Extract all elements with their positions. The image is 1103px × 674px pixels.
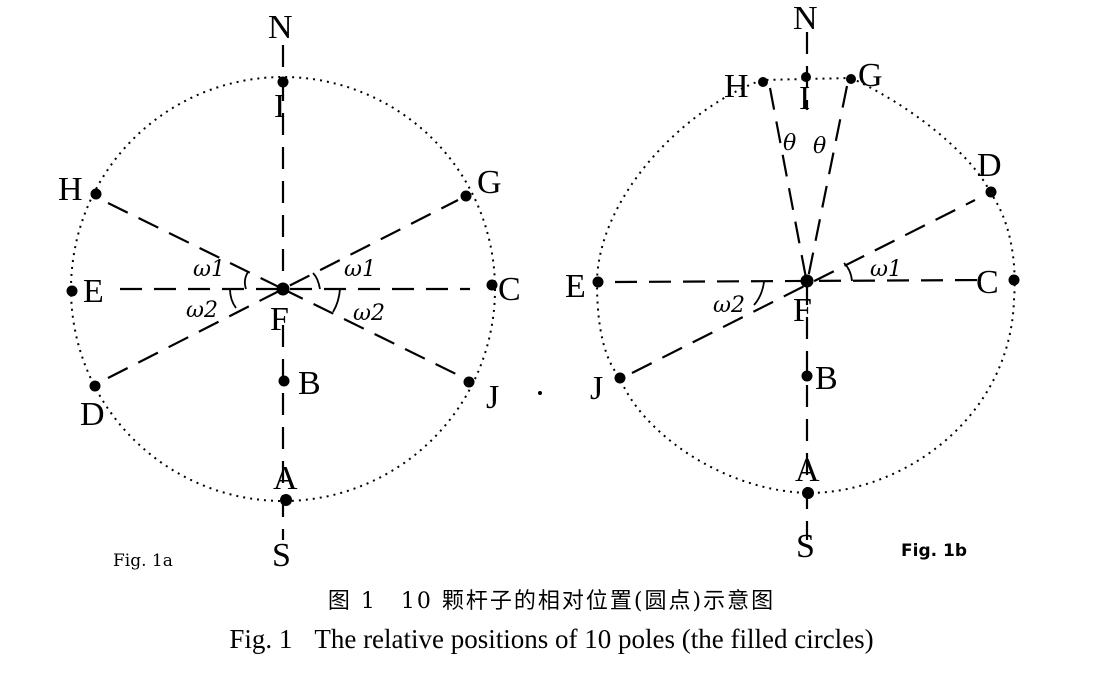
- fig-1b-pole-h: [758, 77, 768, 87]
- fig-1a-pole-d: [89, 380, 101, 392]
- fig-1a-pole-h: [90, 188, 102, 200]
- fig-1b-label-c: C: [976, 264, 999, 301]
- fig-1a-label-g: G: [477, 164, 502, 201]
- fig-1a-arc-w1-right: [312, 272, 321, 290]
- fig-1a-tag: Fig. 1a: [113, 551, 173, 571]
- fig-1a-pole-g: [460, 190, 472, 202]
- caption-figure-number: Fig. 1: [229, 624, 293, 654]
- figure-1a: N I H G E C F B D J A S ω1 ω2 ω1 ω2 Fig.…: [58, 9, 521, 574]
- caption-chinese: 图 1 10 颗杆子的相对位置(圆点)示意图: [327, 589, 776, 614]
- fig-1a-label-e: E: [83, 273, 104, 310]
- fig-1b-label-j: J: [590, 370, 603, 407]
- fig-1a-angle-w1-right: ω1: [344, 257, 376, 282]
- fig-1a-label-s: S: [272, 537, 291, 574]
- fig-1a-arc-w2-left: [229, 288, 237, 309]
- fig-1b-line-jd: [631, 199, 976, 374]
- fig-1a-pole-b: [278, 375, 290, 387]
- fig-1b-pole-d: [985, 186, 997, 198]
- fig-1a-label-d: D: [80, 396, 105, 433]
- fig-1a-angle-w1-left: ω1: [193, 257, 225, 282]
- fig-1b-label-f: F: [793, 292, 812, 329]
- fig-1b-label-i: I: [799, 80, 810, 117]
- fig-1b-label-e: E: [565, 268, 586, 305]
- fig-1b-arc-w2: [753, 281, 765, 306]
- fig-1a-pole-j: [463, 376, 475, 388]
- fig-1b-angle-theta-left: θ: [783, 131, 796, 156]
- fig-1a-angle-w2-left: ω2: [186, 298, 218, 323]
- fig-1a-arc-w2-right: [332, 288, 341, 313]
- fig-1a-pole-i: [277, 76, 289, 88]
- fig-1b-pole-e: [592, 276, 604, 288]
- fig-1b-label-g: G: [858, 57, 883, 94]
- fig-1b-label-h: H: [724, 68, 749, 105]
- fig-1a-label-a: A: [273, 460, 298, 497]
- fig-1a-label-i: I: [274, 88, 285, 125]
- fig-1b-label-n: N: [793, 0, 818, 37]
- fig-1b-ec-axis: [614, 278, 986, 284]
- fig-1a-label-b: B: [298, 365, 321, 402]
- fig-1b-angle-w1: ω1: [870, 257, 902, 282]
- fig-1a-label-h: H: [58, 171, 83, 208]
- fig-1a-line-dg: [107, 199, 459, 379]
- fig-1b-pole-g: [846, 74, 856, 84]
- fig-1b-tag: Fig. 1b: [901, 541, 967, 561]
- fig-1b-angle-theta-right: θ: [813, 134, 826, 159]
- fig-1a-arc-w1-left: [243, 271, 249, 290]
- fig-1a-pole-a: [280, 494, 292, 506]
- fig-1a-pole-e: [66, 285, 78, 297]
- caption-english: The relative positions of 10 poles (the …: [314, 624, 874, 654]
- caption-english-line: Fig. 1 The relative positions of 10 poles…: [0, 624, 1103, 655]
- fig-1b-pole-j: [614, 372, 626, 384]
- fig-1b-label-d: D: [977, 147, 1002, 184]
- fig-1b-label-s: S: [796, 528, 815, 565]
- fig-1a-label-f: F: [270, 301, 289, 338]
- fig-1b-line-gf: [806, 85, 849, 279]
- fig-1b-arc-w1: [843, 262, 853, 282]
- fig-1b-pole-i: [801, 72, 811, 82]
- fig-1b-label-a: A: [795, 452, 820, 489]
- fig-1b-pole-b: [801, 370, 813, 382]
- fig-1b-pole-c: [1008, 274, 1020, 286]
- fig-1a-pole-f: [276, 282, 290, 296]
- fig-1a-label-j: J: [486, 379, 499, 416]
- fig-1a-pole-c: [486, 279, 498, 291]
- separator-dot: [538, 391, 542, 395]
- figure-1b: N H I G D E C F J B A S θ θ ω1 ω2 Fig. 1…: [565, 0, 1020, 565]
- fig-1b-angle-w2: ω2: [713, 293, 745, 318]
- fig-1b-pole-a: [802, 487, 814, 499]
- fig-1a-label-n: N: [268, 9, 293, 46]
- fig-1b-label-b: B: [815, 360, 838, 397]
- fig-1b-pole-f: [800, 274, 814, 288]
- fig-1a-angle-w2-right: ω2: [353, 301, 385, 326]
- fig-1a-label-c: C: [498, 271, 521, 308]
